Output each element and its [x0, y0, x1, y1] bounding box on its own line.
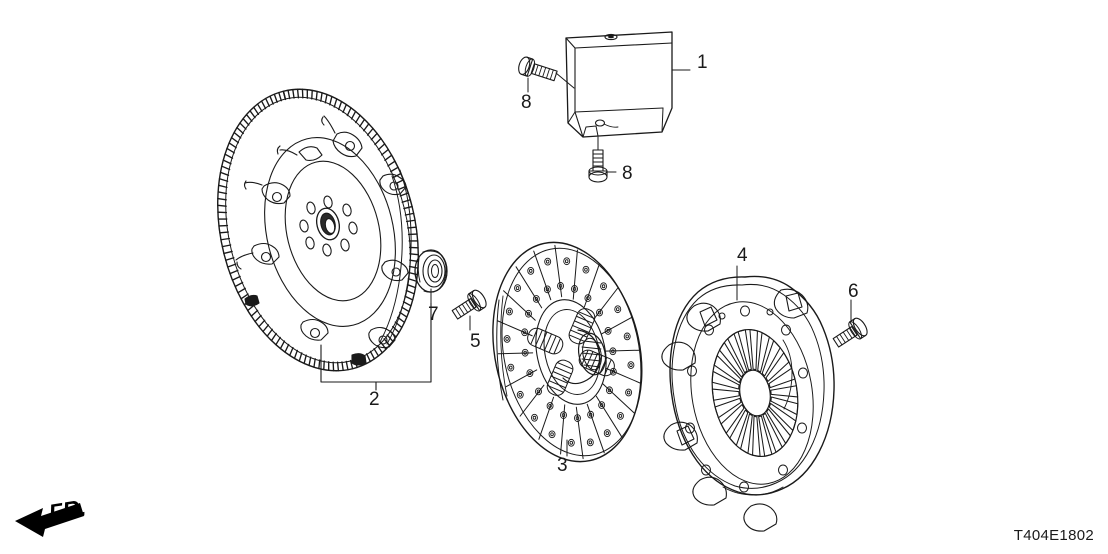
diaphragm-spring [711, 329, 799, 457]
leader-lines [430, 69, 738, 457]
assembly-bracket-2 [320, 302, 432, 391]
flywheel-bolt-holes [299, 195, 358, 257]
disc-damper-springs [527, 308, 615, 396]
pressure-plate-bolt-holes [685, 305, 808, 493]
flange-bolt-6 [832, 299, 868, 348]
clutch-disc [492, 241, 643, 463]
pilot-bearing [414, 249, 448, 293]
callout-7: 7 [428, 304, 439, 325]
callout-1: 1 [697, 52, 708, 73]
callout-2: 2 [369, 389, 380, 410]
pressure-plate [661, 275, 835, 532]
pressure-plate-lugs [661, 288, 809, 532]
callout-3: 3 [557, 455, 568, 476]
callout-8-lower: 8 [622, 163, 633, 184]
flywheel-clips [235, 115, 409, 366]
disc-rivets [503, 257, 635, 447]
front-direction-arrow [15, 503, 84, 537]
diagram-id: T404E1802 [1013, 527, 1094, 544]
callout-6: 6 [848, 281, 859, 302]
flywheel [217, 88, 419, 372]
cover-bolt-upper [518, 56, 575, 93]
flange-bolt-5 [451, 289, 487, 331]
disc-friction-segments [496, 244, 642, 460]
callout-8-upper: 8 [521, 92, 532, 113]
callout-5: 5 [470, 331, 481, 352]
cover-bolt-lower [588, 136, 617, 183]
front-direction-label: FR. [47, 494, 88, 526]
callout-4: 4 [737, 245, 748, 266]
clutch-cover-plate [565, 31, 673, 138]
disc-spline-hub [562, 329, 607, 385]
